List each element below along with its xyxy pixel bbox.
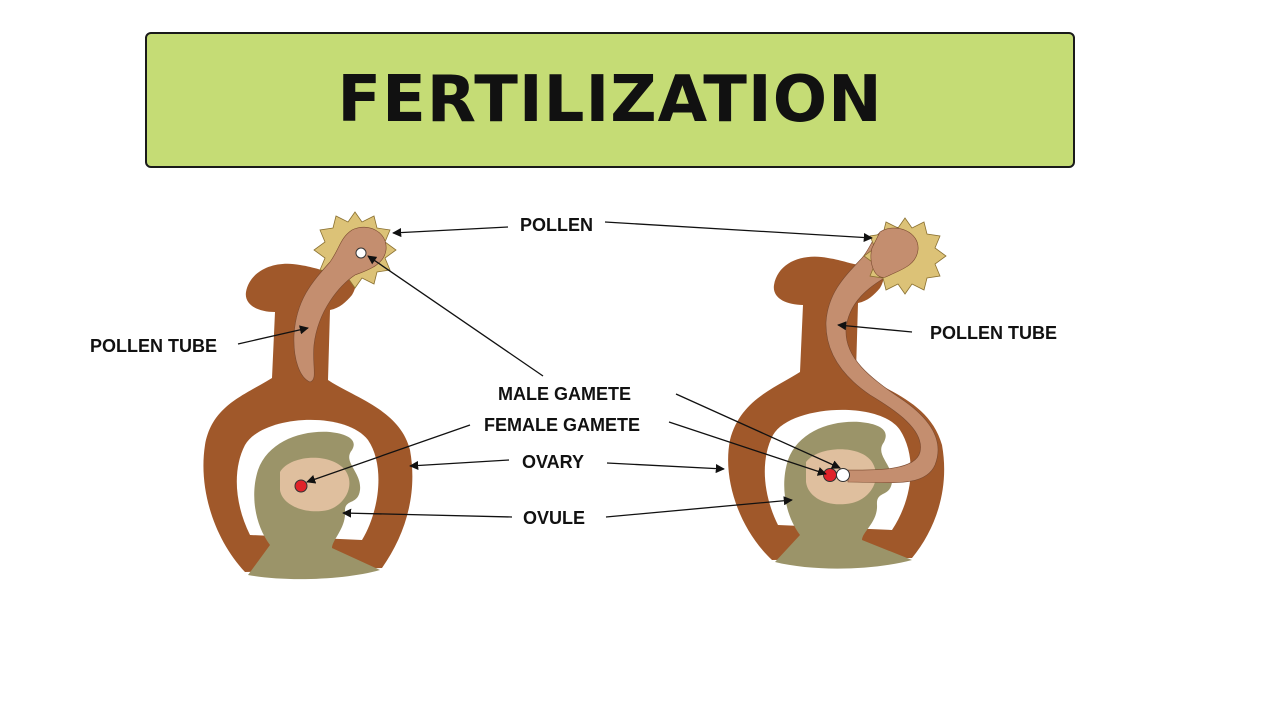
male-gamete-arrow-right <box>675 393 841 469</box>
right-male-gamete <box>836 468 850 482</box>
female-gamete-arrow-right <box>668 421 827 476</box>
title-banner: FERTILIZATION <box>145 32 1075 168</box>
pollen-tube-arrow-right <box>837 321 913 333</box>
left-male-gamete <box>355 247 367 259</box>
male-gamete-arrow-left <box>367 255 544 377</box>
pollen-tube-label-right: POLLEN TUBE <box>930 323 1057 343</box>
pollen-tube-label-left: POLLEN TUBE <box>90 336 217 356</box>
pollen-arrow-left <box>392 226 509 238</box>
female-gamete-arrow-left <box>306 424 471 484</box>
ovule-label: OVULE <box>523 508 585 528</box>
ovary-label: OVARY <box>522 452 584 472</box>
ovule-arrow-right <box>605 496 793 518</box>
left-female-gamete <box>294 479 308 493</box>
ovary-arrow-right <box>606 462 725 474</box>
leader-lines <box>237 221 913 518</box>
male-gamete-label: MALE GAMETE <box>498 384 631 404</box>
pollen-arrow-right <box>604 221 873 243</box>
page-title: FERTILIZATION <box>337 63 883 137</box>
left-flower <box>203 211 413 580</box>
right-female-gamete <box>823 468 837 482</box>
pollen-tube-arrow-left <box>237 325 309 345</box>
female-gamete-label: FEMALE GAMETE <box>484 415 640 435</box>
pollen-label: POLLEN <box>520 215 593 235</box>
left-pollen-tube <box>293 226 387 383</box>
labels: POLLEN POLLEN TUBE POLLEN TUBE MALE GAME… <box>90 215 1057 528</box>
ovary-arrow-left <box>409 459 510 471</box>
right-flower <box>728 217 947 569</box>
left-embryo-sac <box>280 457 350 512</box>
ovule-arrow-left <box>342 508 513 518</box>
right-pollen-tube-top <box>870 227 919 278</box>
